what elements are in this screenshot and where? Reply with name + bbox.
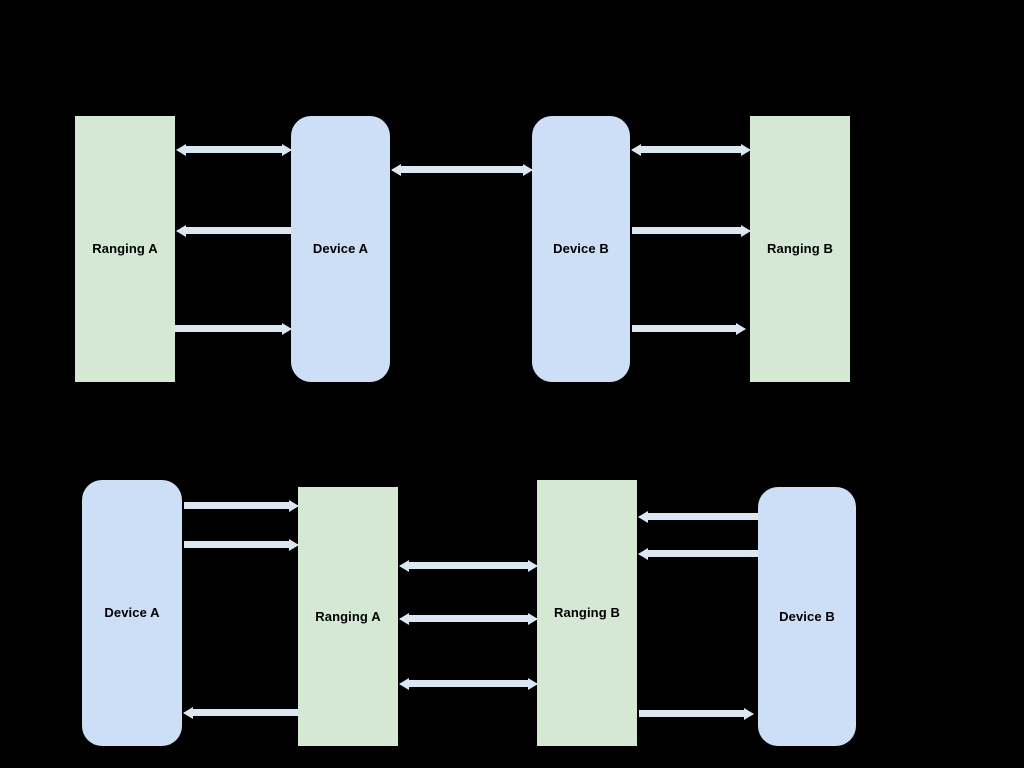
arrow-shaft	[647, 513, 758, 520]
arrow-shaft	[639, 710, 745, 717]
arrowhead-left-icon	[183, 706, 193, 719]
arrow-bot-edge-4	[399, 559, 538, 572]
node-label: Ranging B	[554, 605, 620, 621]
arrowhead-left-icon	[399, 612, 409, 625]
arrow-shaft	[408, 562, 529, 569]
node-top-ranging-b[interactable]: Ranging B	[750, 116, 850, 382]
node-label: Ranging B	[767, 241, 833, 257]
node-label: Ranging A	[92, 241, 158, 257]
arrow-bot-edge-8	[638, 547, 758, 560]
arrow-shaft	[408, 615, 529, 622]
arrow-bot-edge-6	[399, 677, 538, 690]
arrow-shaft	[647, 550, 758, 557]
node-bot-ranging-a[interactable]: Ranging A	[298, 487, 398, 746]
arrowhead-left-icon	[399, 677, 409, 690]
arrowhead-left-icon	[638, 547, 648, 560]
node-top-device-b[interactable]: Device B	[532, 116, 630, 382]
arrowhead-left-icon	[638, 510, 648, 523]
arrow-shaft	[408, 680, 529, 687]
arrow-bot-edge-5	[399, 612, 538, 625]
arrow-bot-edge-1	[184, 499, 299, 512]
node-label: Ranging A	[315, 608, 381, 624]
arrow-shaft	[192, 709, 298, 716]
node-bot-ranging-b[interactable]: Ranging B	[537, 480, 637, 746]
arrowhead-left-icon	[399, 559, 409, 572]
node-bot-device-b[interactable]: Device B	[758, 487, 856, 746]
node-label: Device A	[312, 241, 369, 257]
node-top-ranging-a[interactable]: Ranging A	[75, 116, 175, 382]
node-label: Device B	[779, 608, 835, 624]
node-top-device-a[interactable]: Device A	[291, 116, 390, 382]
arrowhead-right-icon	[744, 707, 754, 720]
arrow-bot-edge-7	[638, 510, 758, 523]
arrow-bot-edge-2	[184, 538, 299, 551]
arrow-shaft	[184, 541, 290, 548]
node-label: Device A	[104, 605, 160, 621]
node-label: Device B	[553, 241, 609, 257]
arrow-bot-edge-9	[639, 707, 754, 720]
arrow-shaft	[184, 502, 290, 509]
node-bot-device-a[interactable]: Device A	[82, 480, 182, 746]
arrow-bot-edge-3	[183, 706, 298, 719]
